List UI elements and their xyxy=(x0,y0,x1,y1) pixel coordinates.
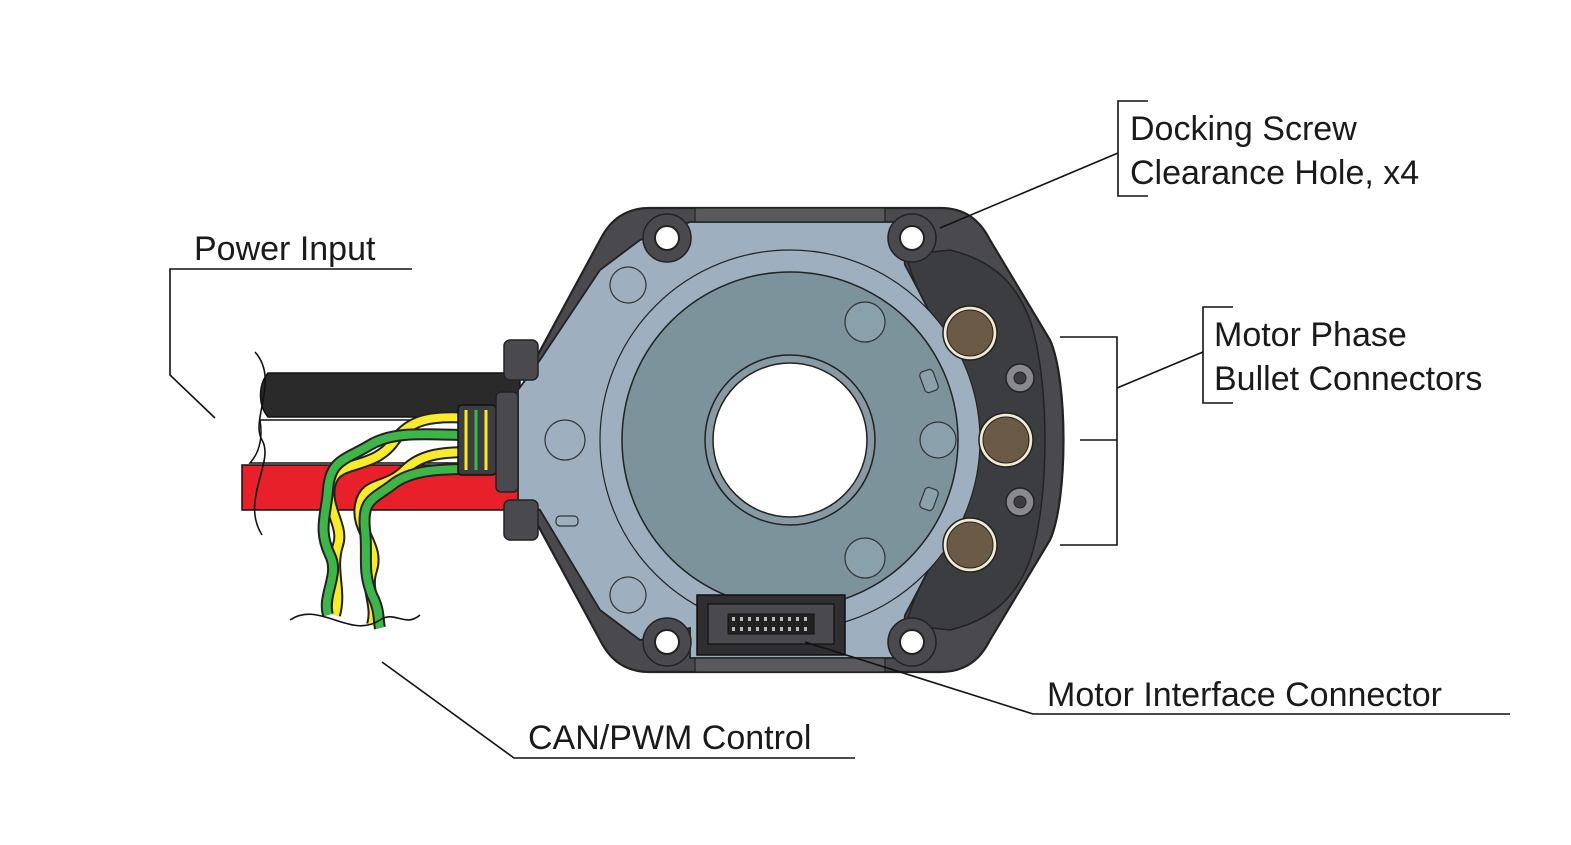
docking-hole-bottom-left xyxy=(642,617,692,667)
power-input-leader xyxy=(169,268,412,419)
torx-screw-bottom xyxy=(1005,487,1035,517)
motor-phase-leader xyxy=(1116,351,1204,389)
label-motor-phase-line2: Bullet Connectors xyxy=(1214,360,1482,398)
label-docking-screw-line2: Clearance Hole, x4 xyxy=(1130,154,1419,192)
motor-interface-connector xyxy=(696,594,846,656)
controller-housing xyxy=(495,206,1065,674)
docking-hole-top-left xyxy=(642,213,692,263)
motor-phase-bracket xyxy=(1202,306,1233,404)
docking-hole-bottom-right xyxy=(887,617,937,667)
docking-screw-bracket xyxy=(1117,100,1148,197)
bullet-connectors xyxy=(942,305,1035,573)
label-can-pwm-control: CAN/PWM Control xyxy=(528,719,811,757)
motor-phase-bus xyxy=(1060,336,1118,546)
docking-hole-top-right xyxy=(887,213,937,263)
label-motor-phase-line1: Motor Phase xyxy=(1214,316,1407,354)
label-motor-interface: Motor Interface Connector xyxy=(1047,676,1442,714)
torx-screw-top xyxy=(1005,363,1035,393)
docking-screw-leader xyxy=(939,152,1119,229)
bullet-connector-1 xyxy=(942,305,998,361)
can-pwm-leader xyxy=(381,661,855,759)
leader-lines xyxy=(169,100,1510,759)
label-power-input: Power Input xyxy=(194,230,376,268)
labels: Docking Screw Clearance Hole, x4 Power I… xyxy=(194,110,1482,757)
bullet-connector-2 xyxy=(978,412,1034,468)
label-docking-screw-line1: Docking Screw xyxy=(1130,110,1357,148)
can-pwm-wires xyxy=(289,404,497,630)
docking-screw-holes xyxy=(642,213,937,667)
motor-interface-leader xyxy=(804,641,1510,715)
bullet-connector-3 xyxy=(942,517,998,573)
